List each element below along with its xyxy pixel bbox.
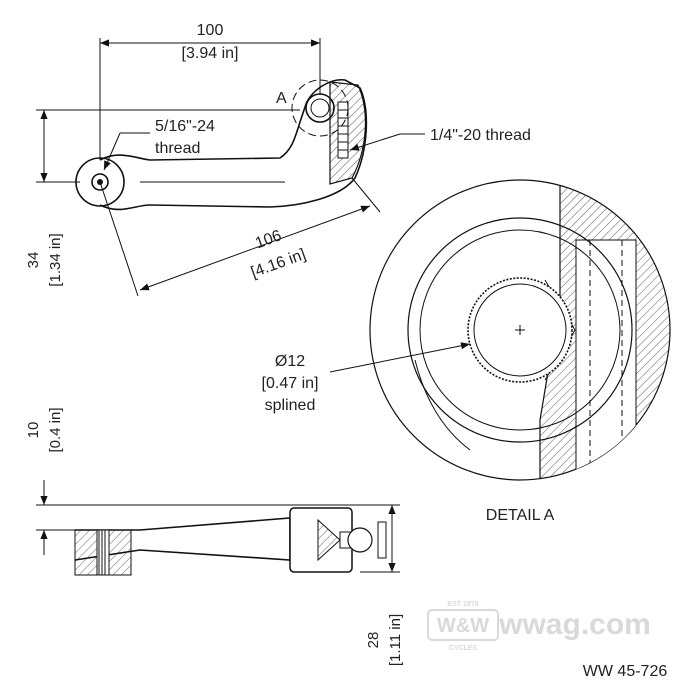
svg-text:CYCLES: CYCLES (449, 645, 478, 652)
dim-thick-in: [0.4 in] (47, 407, 64, 452)
svg-text:EST 1979: EST 1979 (447, 601, 478, 608)
lever-side-view (36, 480, 400, 576)
thread-516-label-2: thread (155, 140, 200, 157)
thread-14-label: 1/4"-20 thread (430, 127, 531, 144)
detail-marker-label: A (276, 90, 287, 107)
dim-width-in: [3.94 in] (182, 45, 239, 62)
detail-a-title: DETAIL A (486, 507, 555, 524)
dim-width-mm: 100 (197, 22, 224, 39)
watermark-logo: W&W EST 1979 CYCLES wwag.com (427, 601, 651, 652)
thread-516-label-1: 5/16"-24 (155, 118, 215, 135)
svg-text:wwag.com: wwag.com (498, 608, 651, 641)
svg-text:W&W: W&W (437, 615, 489, 637)
lever-top-view (36, 38, 425, 297)
dim-depth-mm: 28 (365, 632, 382, 649)
dim-thick-mm: 10 (25, 422, 42, 439)
part-number: WW 45-726 (583, 663, 668, 680)
dim-depth-in: [1.11 in] (387, 614, 404, 666)
spline-label-1: Ø12 (275, 353, 305, 370)
spline-label-2: [0.47 in] (262, 375, 319, 392)
dim-height-mm: 34 (25, 252, 42, 269)
dim-height-in: [1.34 in] (47, 233, 64, 286)
dim-diag-mm: 106 (253, 227, 284, 252)
detail-a-view (329, 179, 671, 481)
spline-label-3: splined (265, 397, 316, 414)
